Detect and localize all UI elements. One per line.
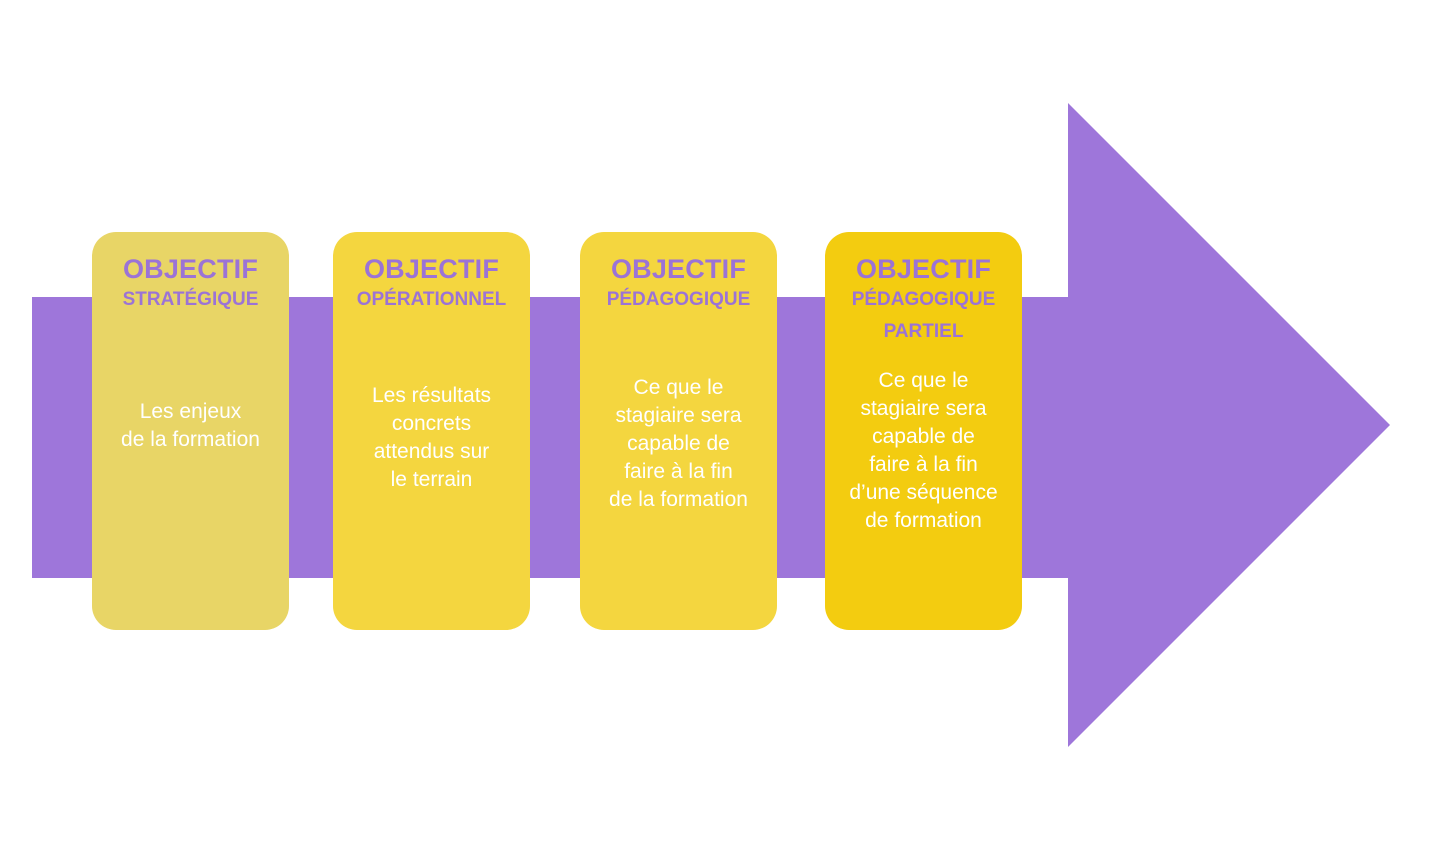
card-title: OBJECTIF	[855, 254, 992, 284]
objective-card-partial-pedagogical: OBJECTIF PÉDAGOGIQUE PARTIEL Ce que le s…	[825, 232, 1022, 630]
card-subtitle: PÉDAGOGIQUE	[606, 289, 751, 310]
card-title: OBJECTIF	[122, 254, 259, 284]
card-subtitle: STRATÉGIQUE	[122, 289, 259, 310]
card-description: Les enjeux de la formation	[121, 400, 260, 451]
objective-card-operational: OBJECTIF OPÉRATIONNEL Les résultats conc…	[333, 232, 530, 630]
card-description: Ce que le stagiaire sera capable de fair…	[849, 369, 998, 532]
card-description: Les résultats concrets attendus sur le t…	[371, 384, 492, 491]
objective-card-pedagogical: OBJECTIF PÉDAGOGIQUE Ce que le stagiaire…	[580, 232, 777, 630]
objective-card-strategic: OBJECTIF STRATÉGIQUE Les enjeux de la fo…	[92, 232, 289, 630]
card-title: OBJECTIF	[363, 254, 500, 284]
card-subtitle: PÉDAGOGIQUE PARTIEL	[851, 289, 996, 342]
card-subtitle: OPÉRATIONNEL	[356, 289, 507, 310]
card-description: Ce que le stagiaire sera capable de fair…	[609, 376, 748, 511]
card-title: OBJECTIF	[610, 254, 747, 284]
